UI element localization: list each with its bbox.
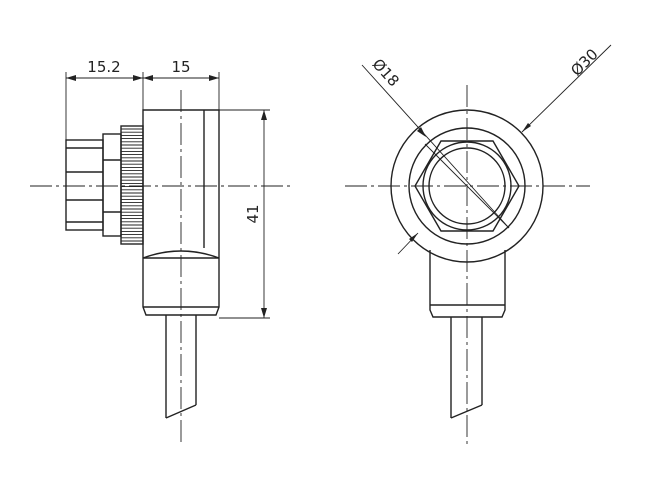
front-view-head-outline	[390, 109, 544, 263]
side-view-cable	[165, 315, 197, 419]
front-view-thread	[408, 127, 526, 245]
dimension-label-body-height: 41	[244, 204, 262, 223]
dimension-label-nut-length: 15.2	[87, 58, 120, 76]
front-view-cable	[450, 317, 483, 419]
side-view-nut	[65, 133, 122, 237]
front-view: Ø18 Ø30	[345, 44, 612, 445]
dimension-label-body-width: 15	[171, 58, 190, 76]
front-view-lens-cross	[424, 143, 510, 229]
dimension-body-height: 41	[219, 109, 270, 319]
side-view: 15.2 15 41	[30, 58, 290, 445]
side-view-knurled-ring	[120, 125, 144, 245]
dimension-nut-length: 15.2	[65, 58, 144, 140]
front-view-housing-extension	[429, 250, 506, 318]
dimension-label-thread-diameter: Ø18	[369, 55, 403, 90]
dimension-label-head-diameter: Ø30	[567, 45, 602, 80]
side-view-body	[142, 109, 220, 316]
dimension-body-width: 15	[143, 58, 220, 110]
dimension-head-diameter: Ø30	[521, 44, 612, 133]
